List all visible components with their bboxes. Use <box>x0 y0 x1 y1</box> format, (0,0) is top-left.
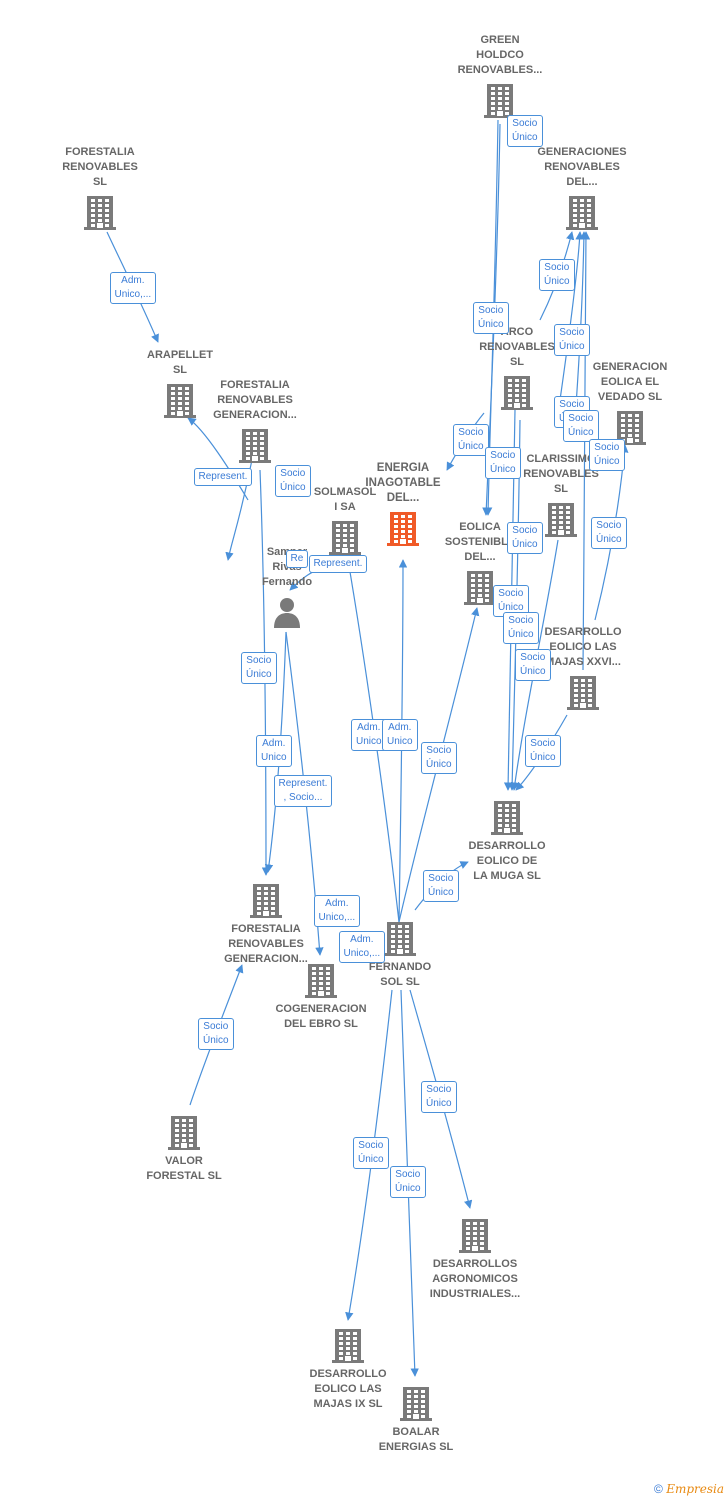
building-icon <box>239 427 271 463</box>
building-icon <box>464 569 496 605</box>
relation-badge[interactable]: Represent. <box>193 468 253 486</box>
relation-badge[interactable]: Adm.Unico,... <box>338 931 386 963</box>
relation-badge[interactable]: Adm.Unico,... <box>313 895 361 927</box>
person-icon <box>271 594 303 630</box>
building-icon <box>491 799 523 835</box>
edge-line <box>187 417 249 501</box>
copyright-icon: © <box>654 1482 663 1496</box>
building-icon <box>250 882 282 918</box>
building-icon <box>168 1114 200 1150</box>
relation-badge[interactable]: Represent. <box>308 555 368 573</box>
brand-name: Empresia <box>666 1482 724 1496</box>
building-icon <box>567 674 599 710</box>
building-icon <box>164 382 196 418</box>
building-icon <box>545 501 577 537</box>
footer-brand[interactable]: © Empresia <box>654 1482 724 1496</box>
building-icon <box>400 1385 432 1421</box>
relation-badge[interactable]: Adm.Unico <box>256 735 292 767</box>
building-icon <box>384 920 416 956</box>
relation-badge[interactable]: Adm.Unico,... <box>109 272 157 304</box>
building-icon <box>614 409 646 445</box>
building-icon <box>459 1217 491 1253</box>
relation-badge[interactable]: Adm.Unico <box>382 719 418 751</box>
building-icon <box>329 519 361 555</box>
edge-line <box>264 631 287 873</box>
edge-line <box>559 231 584 401</box>
building-icon <box>484 82 516 118</box>
edge-line <box>574 231 589 421</box>
relation-badge[interactable]: Represent., Socio... <box>273 775 333 807</box>
building-icon <box>387 510 419 546</box>
building-icon <box>501 374 533 410</box>
building-icon <box>84 194 116 230</box>
edge-line <box>581 231 591 671</box>
building-icon <box>566 194 598 230</box>
building-icon <box>332 1327 364 1363</box>
relation-badge[interactable]: Re <box>285 550 309 568</box>
building-icon <box>305 962 337 998</box>
